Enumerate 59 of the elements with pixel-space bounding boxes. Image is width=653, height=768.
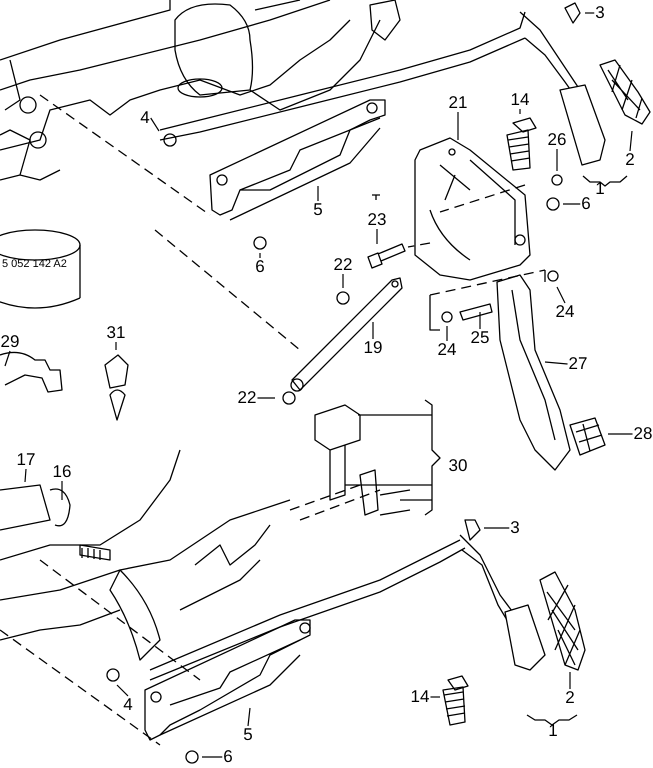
callout-number: 2 bbox=[624, 151, 636, 169]
callout-number: 25 bbox=[470, 329, 490, 347]
leader-line bbox=[563, 203, 580, 205]
callout-number: 14 bbox=[410, 688, 430, 706]
callout-number: 26 bbox=[546, 131, 568, 149]
leader-line bbox=[376, 229, 378, 244]
leader-line bbox=[569, 672, 571, 689]
callout-number: 6 bbox=[580, 195, 592, 213]
leader-line bbox=[629, 130, 633, 152]
callout-number: 19 bbox=[362, 339, 384, 357]
callout-number: 4 bbox=[139, 109, 151, 127]
callout-number: 3 bbox=[509, 519, 521, 537]
leader-line bbox=[342, 274, 344, 288]
leader-line bbox=[24, 468, 27, 482]
callout-number: 5 bbox=[242, 726, 254, 744]
callout-number: 29 bbox=[0, 333, 20, 351]
callout-number: 24 bbox=[436, 341, 458, 359]
leader-line bbox=[585, 12, 594, 14]
callout-number: 30 bbox=[448, 457, 468, 475]
leader-line bbox=[202, 756, 222, 758]
callout-number: 31 bbox=[106, 324, 126, 342]
callout-number: 23 bbox=[366, 211, 388, 229]
callout-number: 1 bbox=[595, 180, 605, 198]
callout-number: 16 bbox=[52, 463, 72, 481]
leader-line bbox=[479, 312, 481, 329]
callout-number: 24 bbox=[554, 303, 576, 321]
leader-line bbox=[544, 361, 568, 365]
callout-number: 22 bbox=[236, 389, 258, 407]
leader-line bbox=[430, 696, 440, 698]
callout-number: 28 bbox=[632, 425, 653, 443]
leader-line bbox=[457, 112, 459, 140]
callout-number: 22 bbox=[332, 256, 354, 274]
leader-line bbox=[150, 118, 160, 132]
leader-line bbox=[116, 684, 128, 696]
leader-line bbox=[259, 253, 261, 258]
callout-number: 1 bbox=[548, 722, 558, 740]
callout-number: 6 bbox=[222, 748, 234, 766]
leader-line bbox=[556, 149, 558, 171]
callout-number: 4 bbox=[122, 696, 134, 714]
callout-number: 14 bbox=[510, 91, 530, 109]
leader-line bbox=[372, 322, 374, 339]
leader-line bbox=[519, 109, 521, 114]
callout-number: 5 bbox=[312, 201, 324, 219]
callout-number: 2 bbox=[564, 689, 576, 707]
callout-number: 21 bbox=[448, 94, 468, 112]
leader-line bbox=[484, 527, 510, 529]
callout-number: 27 bbox=[568, 355, 588, 373]
leader-line bbox=[317, 186, 319, 201]
callout-number: 17 bbox=[16, 451, 36, 469]
leader-line bbox=[556, 286, 566, 304]
leader-line bbox=[257, 397, 275, 399]
leader-line bbox=[115, 342, 117, 350]
leader-line bbox=[446, 326, 448, 341]
leader-line bbox=[247, 708, 251, 726]
leader-line bbox=[61, 481, 63, 500]
leader-line bbox=[4, 350, 11, 366]
leader-line bbox=[608, 433, 633, 435]
callout-number: 6 bbox=[254, 258, 266, 276]
callout-number: 3 bbox=[594, 4, 606, 22]
